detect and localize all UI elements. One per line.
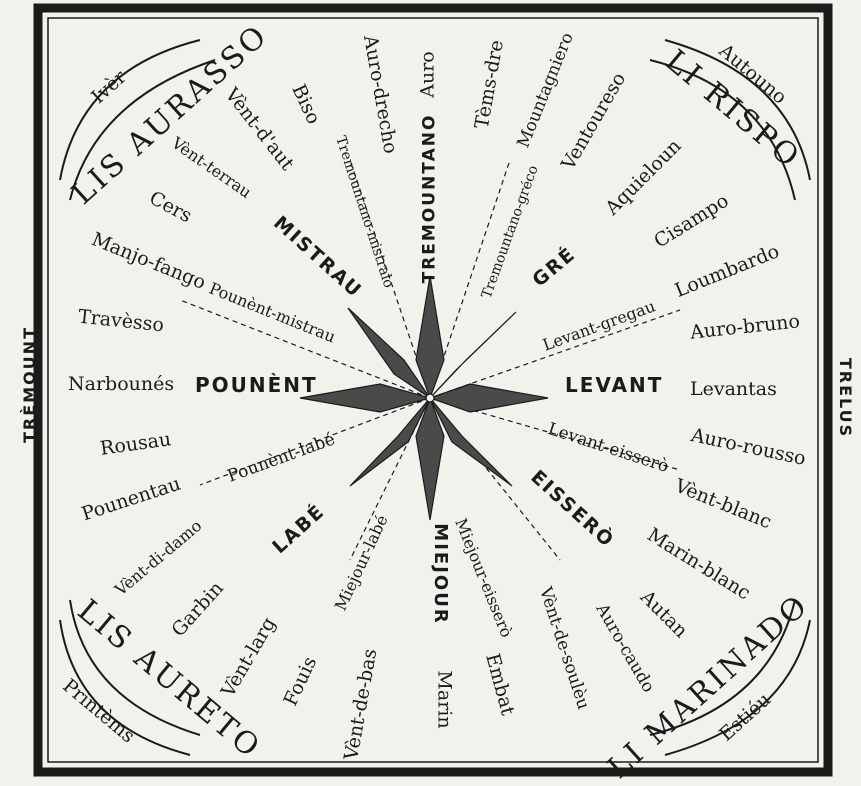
north-point bbox=[416, 276, 444, 398]
cardinal-east: LEVANT bbox=[565, 375, 663, 395]
wind-levantas: Levantas bbox=[690, 380, 777, 399]
right-side-label: TRELUS bbox=[837, 348, 853, 448]
east-point bbox=[430, 384, 548, 412]
cardinal-north: TREMOUNTANO bbox=[422, 114, 439, 284]
cardinal-west: POUNÈNT bbox=[195, 375, 318, 395]
compass-star bbox=[300, 276, 548, 520]
wind-narbounes: Narbounés bbox=[68, 375, 174, 394]
cardinal-south: MIEJOUR bbox=[431, 514, 449, 634]
west-point bbox=[300, 384, 430, 412]
left-side-label: TRÈMOUNT bbox=[22, 343, 38, 443]
wind-marin: Marin bbox=[435, 670, 454, 728]
wind-auro: Auro bbox=[419, 51, 438, 97]
